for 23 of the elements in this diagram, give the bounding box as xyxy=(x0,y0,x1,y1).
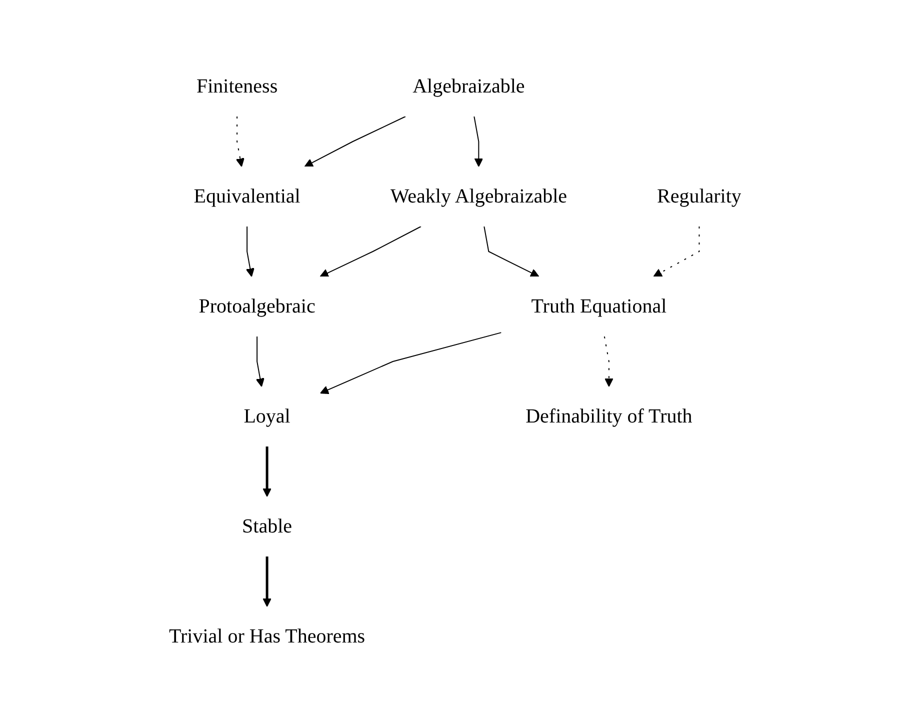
node-text: Truth Equational xyxy=(532,296,667,318)
node-text: Algebraizable xyxy=(412,76,526,98)
arrow xyxy=(262,446,272,497)
node-text: Definability of Truth xyxy=(526,406,693,428)
node-text: Regularity xyxy=(657,186,742,208)
arrow xyxy=(484,226,540,277)
arrow xyxy=(320,226,422,278)
arrow xyxy=(256,336,265,387)
node-text: Trivial or Has Theorems xyxy=(169,625,366,648)
arrow xyxy=(474,116,484,167)
arrow xyxy=(304,116,406,167)
node-text: Loyal xyxy=(244,406,291,428)
arrow xyxy=(246,226,255,277)
arrow xyxy=(320,332,502,394)
node-text: Weakly Algebraizable xyxy=(390,186,568,208)
arrow xyxy=(604,336,614,387)
arrow xyxy=(236,116,245,167)
node-text: Finiteness xyxy=(196,76,278,98)
node-text: Equivalential xyxy=(194,186,301,208)
arrow xyxy=(654,226,700,277)
node-text: Stable xyxy=(242,516,292,538)
node-text: Protoalgebraic xyxy=(199,296,316,318)
arrow xyxy=(262,556,272,607)
